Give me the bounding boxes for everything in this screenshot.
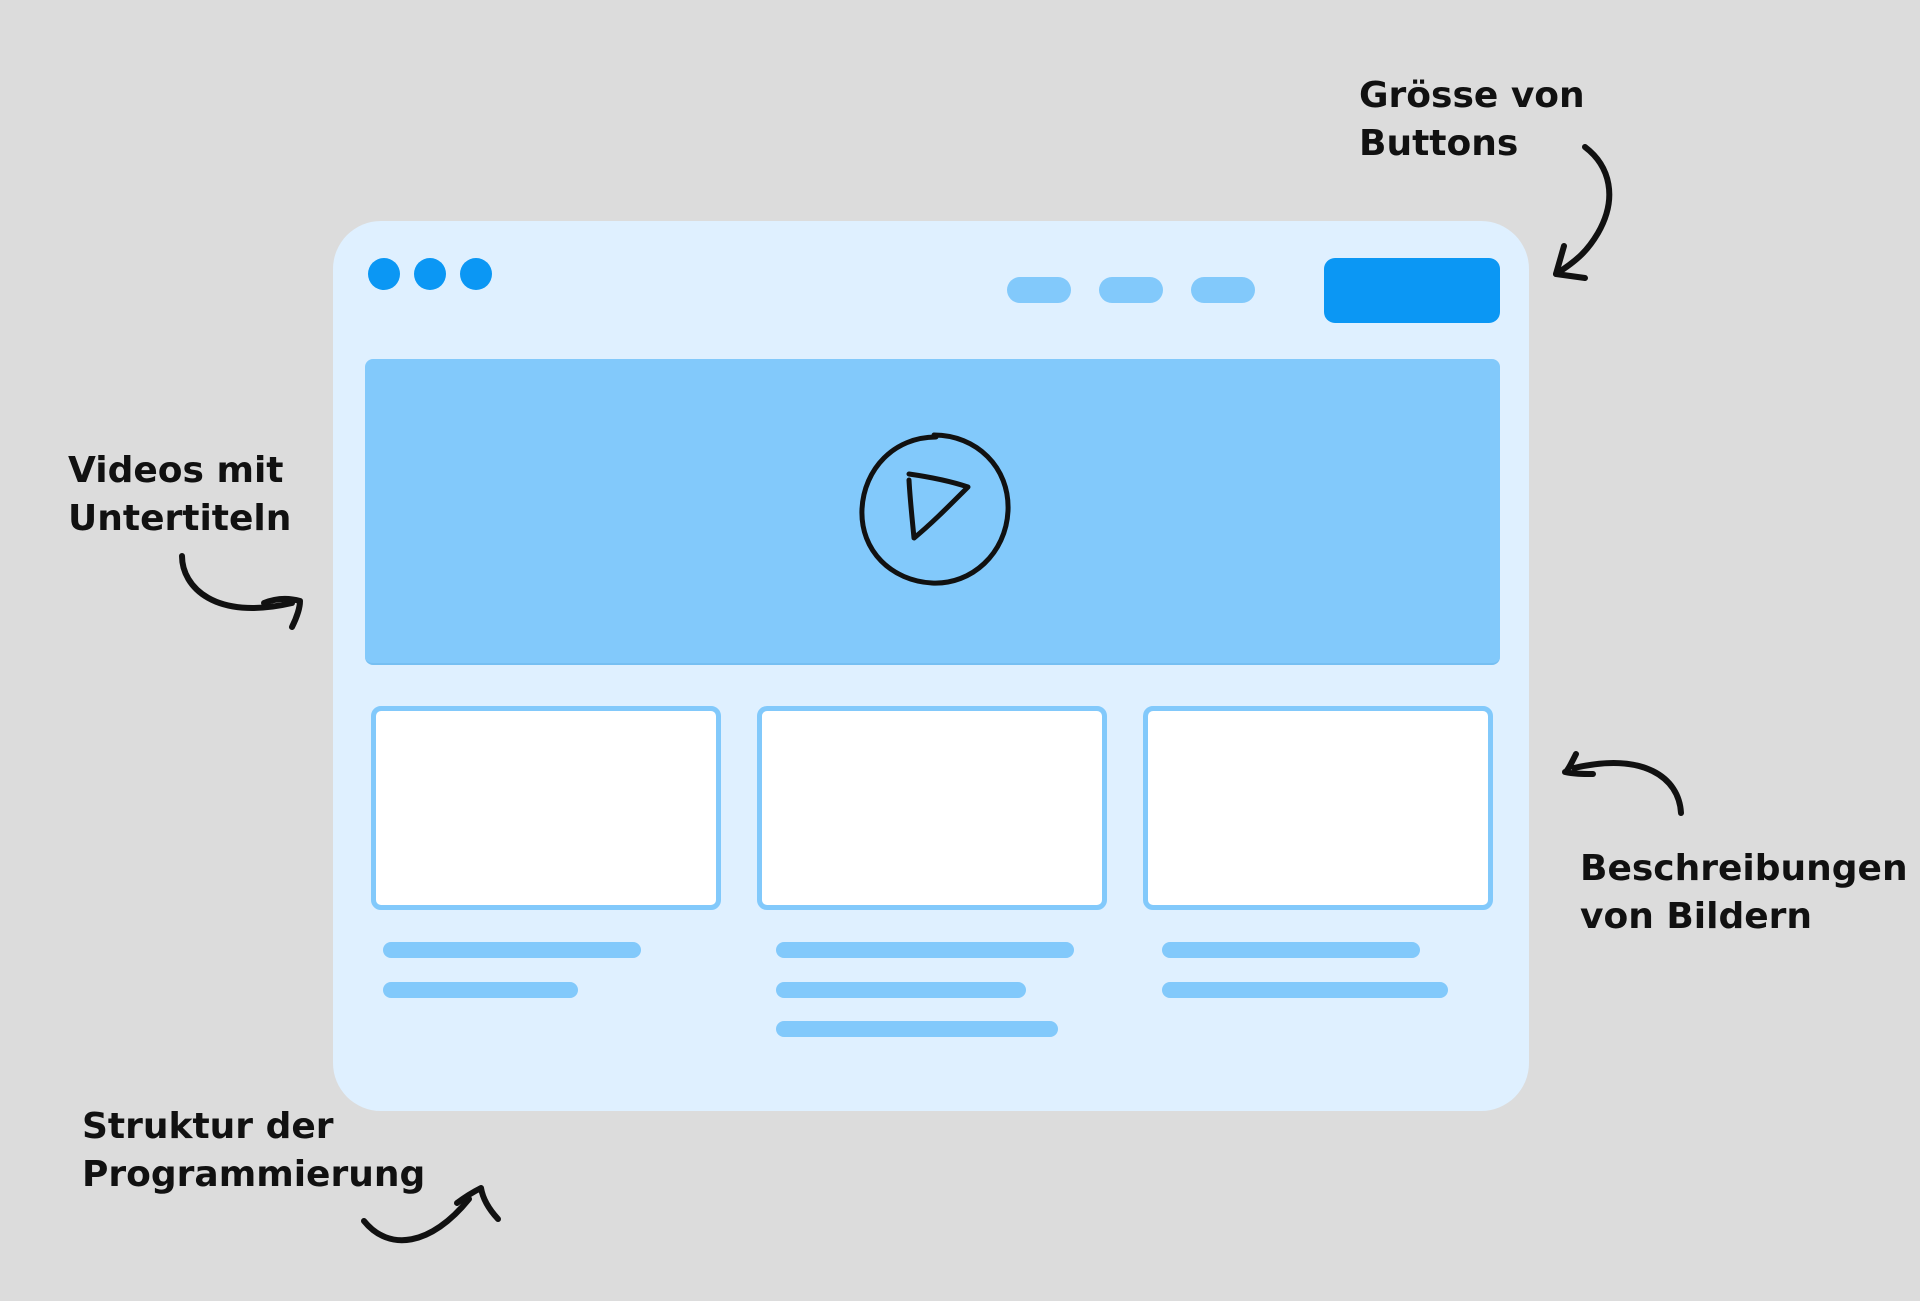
- text-placeholder-line: [1162, 982, 1448, 998]
- image-card-3: [1143, 706, 1493, 910]
- video-player[interactable]: [365, 359, 1500, 665]
- image-card-2: [757, 706, 1107, 910]
- text-placeholder-line: [383, 942, 641, 958]
- window-dot-icon: [414, 258, 446, 290]
- nav-placeholder-2[interactable]: [1099, 277, 1163, 303]
- browser-window: [333, 221, 1529, 1111]
- annotation-button-size-line1: Grösse von: [1359, 75, 1585, 116]
- annotation-image-descriptions: Beschreibungen von Bildern: [1580, 845, 1908, 941]
- arrow-to-structure-icon: [361, 1185, 501, 1244]
- annotation-video-subtitles-line2: Untertiteln: [68, 498, 292, 539]
- play-icon[interactable]: [852, 427, 1016, 591]
- text-placeholder-line: [776, 982, 1026, 998]
- arrow-to-cards-icon: [1562, 751, 1684, 816]
- annotation-video-subtitles-line1: Videos mit: [68, 450, 284, 491]
- annotation-code-structure-line2: Programmierung: [82, 1154, 426, 1195]
- annotation-button-size-line2: Buttons: [1359, 123, 1519, 164]
- annotation-image-descriptions-line1: Beschreibungen: [1580, 848, 1908, 889]
- arrow-to-cta-icon: [1553, 144, 1613, 281]
- text-placeholder-line: [383, 982, 578, 998]
- annotation-image-descriptions-line2: von Bildern: [1580, 896, 1813, 937]
- annotation-code-structure: Struktur der Programmierung: [82, 1103, 425, 1199]
- text-placeholder-line: [776, 1021, 1058, 1037]
- image-card-1: [371, 706, 721, 910]
- annotation-video-subtitles: Videos mit Untertiteln: [68, 447, 291, 543]
- window-dot-icon: [368, 258, 400, 290]
- window-dot-icon: [460, 258, 492, 290]
- nav-placeholder-3[interactable]: [1191, 277, 1255, 303]
- annotation-button-size: Grösse von Buttons: [1359, 72, 1585, 168]
- cta-button[interactable]: [1324, 258, 1500, 323]
- arrow-to-video-icon: [179, 553, 303, 630]
- annotation-code-structure-line1: Struktur der: [82, 1106, 334, 1147]
- text-placeholder-line: [776, 942, 1074, 958]
- text-placeholder-line: [1162, 942, 1420, 958]
- nav-placeholder-1[interactable]: [1007, 277, 1071, 303]
